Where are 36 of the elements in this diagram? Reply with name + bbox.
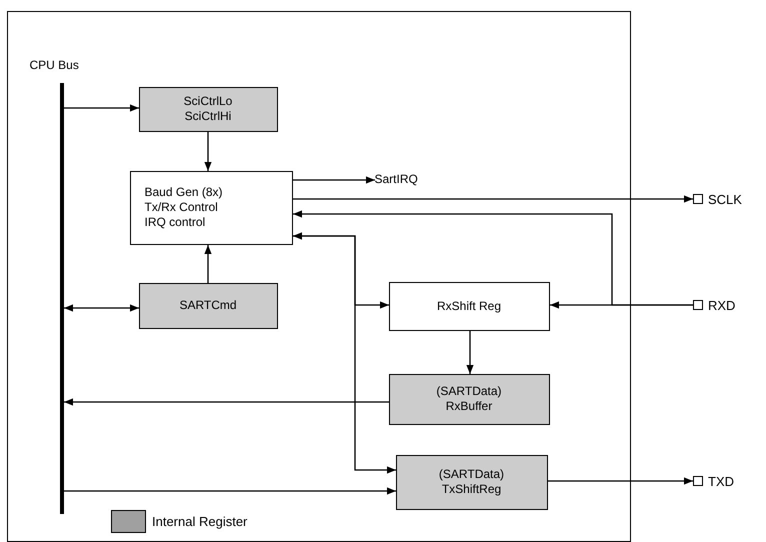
register-box [388, 374, 550, 424]
register-box [138, 282, 278, 328]
signal-label: SartIRQ [374, 172, 444, 188]
arrow [548, 477, 693, 485]
register-label: SARTCmd [179, 298, 237, 313]
arrow [64, 104, 139, 112]
arrow [293, 232, 396, 474]
register-label: RxShift Reg [436, 298, 502, 314]
register-label: Tx/Rx Control [144, 200, 219, 215]
register-label: SciCtrlLo [184, 94, 232, 109]
arrow [293, 195, 693, 203]
register-box [138, 86, 278, 132]
register-label: RxBuffer [444, 399, 494, 414]
arrow [204, 132, 212, 171]
arrow [64, 487, 396, 495]
arrow [466, 331, 474, 374]
arrow [64, 304, 139, 312]
legend-label: Internal Register [152, 514, 248, 529]
bus-label: CPU Bus [30, 58, 79, 72]
arrow [64, 398, 389, 406]
register-label: (SARTData) [438, 467, 504, 482]
pin-label: SCLK [708, 192, 742, 206]
register-label: IRQ control [144, 215, 206, 230]
register-label: (SARTData) [436, 384, 502, 399]
register-label: TxShiftReg [440, 482, 502, 497]
pin-label: RXD [708, 298, 736, 312]
logic-box [130, 170, 292, 244]
pin-label: TXD [708, 474, 734, 488]
arrow [293, 210, 693, 306]
arrow [293, 176, 375, 184]
chip-boundary [7, 11, 631, 542]
logic-box [388, 282, 550, 330]
arrow [204, 245, 212, 283]
register-label: Baud Gen (8x) [144, 185, 223, 200]
register-box [396, 454, 548, 510]
register-label: SciCtrlHi [184, 109, 232, 124]
